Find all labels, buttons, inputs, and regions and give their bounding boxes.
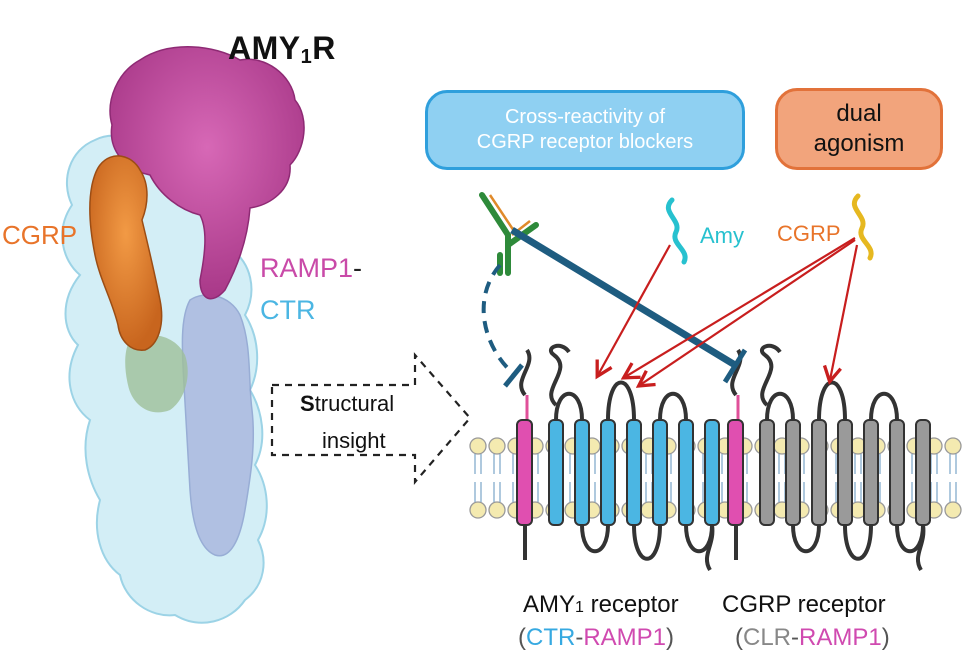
lipid-tail — [854, 454, 862, 502]
tm-helix — [574, 419, 590, 526]
intracellular-loop — [632, 524, 662, 561]
tm-helix — [915, 419, 931, 526]
lipid-tail — [493, 454, 501, 502]
dual-agonism-line2: agonism — [813, 130, 905, 157]
ramp1-helix — [727, 419, 744, 526]
blocker-dashed-link — [481, 263, 517, 377]
structural-insight-arrow — [270, 352, 472, 485]
amy1-receptor-label: AMY1 receptor — [523, 591, 679, 618]
ramp1-tm-region — [181, 294, 255, 557]
ctr-structure-label: CTR — [260, 295, 316, 325]
lipid-head — [488, 437, 506, 455]
cgrp-ligand-label: CGRP — [777, 221, 841, 246]
cgrp-receptor-helices — [727, 343, 931, 572]
structure-title: AMY1R — [228, 30, 336, 68]
cross-reactivity-line1: Cross-reactivity of — [504, 106, 665, 128]
structural-label: Structural — [300, 391, 395, 416]
lipid-tail — [949, 454, 957, 502]
tm-helix — [785, 419, 801, 526]
tm-helix — [548, 419, 564, 526]
lipid-head — [488, 501, 506, 519]
cross-reactivity-box: Cross-reactivity of CGRP receptor blocker… — [425, 90, 745, 170]
extracellular-loop — [817, 380, 847, 421]
intracellular-loop — [843, 524, 873, 561]
blocker-solid-line — [510, 227, 737, 368]
cgrp-arrow-to-amy1b — [640, 239, 856, 385]
lipid-head — [944, 437, 962, 455]
lipid-tail — [474, 454, 482, 502]
extracellular-loop — [765, 391, 795, 421]
extracellular-loop — [606, 380, 636, 421]
blocker-tbar-cgrp — [722, 348, 748, 384]
blocker-tbar-amy1 — [503, 363, 524, 388]
intracellular-loop — [791, 524, 821, 554]
amy-ligand-label: Amy — [700, 223, 744, 248]
tm-helix — [652, 419, 668, 526]
amy1-receptor-composition: (CTR-RAMP1) — [518, 624, 675, 651]
cgrp-arrow-to-cgrp — [830, 244, 859, 380]
c-terminus — [915, 524, 926, 572]
extracellular-loop — [869, 391, 899, 421]
amy1-receptor-helices — [516, 343, 720, 572]
tm-helix — [889, 419, 905, 526]
dual-agonism-line1: dual — [836, 100, 882, 127]
cgrp-structure-label: CGRP — [2, 220, 78, 250]
cgrp-receptor-label: CGRP receptor — [722, 591, 886, 618]
tm-helix — [863, 419, 879, 526]
tm-helix — [837, 419, 853, 526]
lipid-head — [469, 437, 487, 455]
lipid-head — [469, 501, 487, 519]
cross-reactivity-line2: CGRP receptor blockers — [476, 131, 694, 153]
lipid-head — [944, 501, 962, 519]
c-terminus — [704, 524, 715, 572]
antibody-icon — [479, 192, 539, 276]
tm-helix — [759, 419, 775, 526]
tm-helix — [678, 419, 694, 526]
ramp1-ecd-loop — [519, 348, 532, 397]
amylin-peptide-icon — [665, 197, 688, 265]
cgrp-peptide-icon — [851, 193, 874, 261]
tm-helix — [704, 419, 720, 526]
n-terminus-loop — [549, 343, 571, 407]
extracellular-loop — [554, 391, 584, 421]
n-terminus-loop — [760, 343, 782, 407]
insight-label: insight — [322, 428, 386, 453]
cgrp-peptide-surface — [89, 155, 163, 351]
dual-agonism-box: dual agonism — [775, 88, 943, 170]
ramp1-helix — [516, 419, 533, 526]
tm-helix — [811, 419, 827, 526]
tm-helix — [626, 419, 642, 526]
overlap-region — [125, 335, 188, 413]
amy-arrow — [598, 244, 671, 375]
intracellular-loop — [580, 524, 610, 554]
cgrp-receptor-composition: (CLR-RAMP1) — [735, 624, 890, 651]
tm-helix — [600, 419, 616, 526]
ramp1-structure-label: RAMP1- — [260, 253, 363, 283]
cgrp-arrow-to-amy1 — [625, 237, 856, 377]
protein-structure — [61, 46, 305, 624]
extracellular-loop — [658, 391, 688, 421]
